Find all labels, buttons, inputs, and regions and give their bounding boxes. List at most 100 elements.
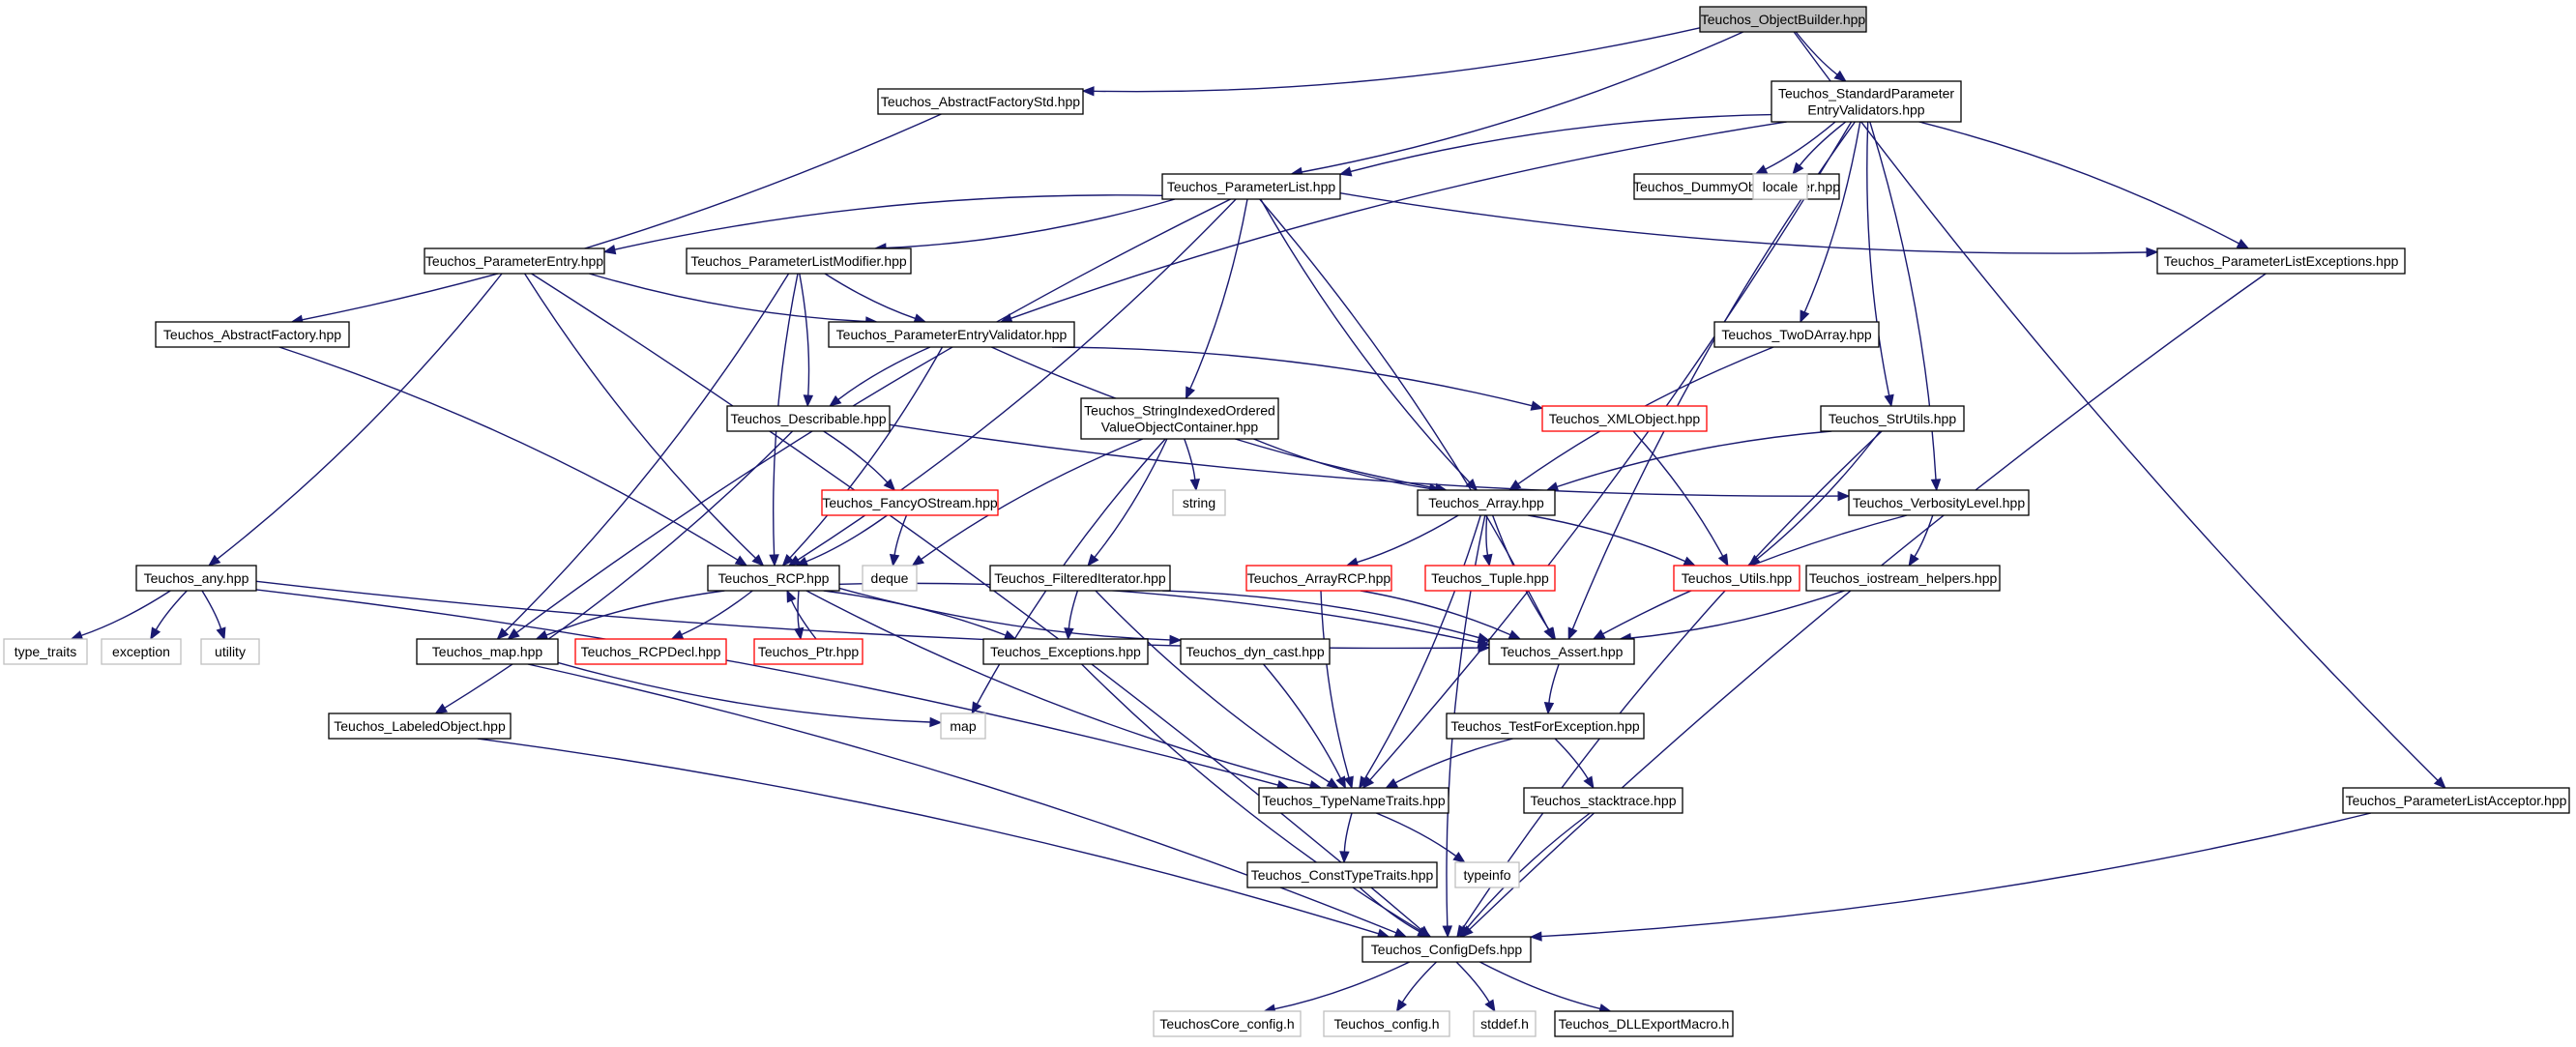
node-locale[interactable]: locale [1752,173,1808,200]
node-any[interactable]: Teuchos_any.hpp [135,565,257,592]
node-iostreamhelpers[interactable]: Teuchos_iostream_helpers.hpp [1805,565,2001,592]
node-testforexception[interactable]: Teuchos_TestForException.hpp [1446,713,1645,740]
node-rcp[interactable]: Teuchos_RCP.hpp [707,565,840,592]
arrowhead [1482,553,1493,567]
edge-stdparamvalidators-to-parameterentryvalidator [999,121,1787,324]
arrowhead [883,479,896,491]
node-consttypetraits[interactable]: Teuchos_ConstTypeTraits.hpp [1246,861,1438,888]
node-box [862,565,918,592]
edge-dyncast-to-typenametraits [1263,663,1346,790]
node-parameterlistexceptions[interactable]: Teuchos_ParameterListExceptions.hpp [2156,247,2406,275]
node-objectbuilder[interactable]: Teuchos_ObjectBuilder.hpp [1699,6,1867,33]
node-stacktrace[interactable]: Teuchos_stacktrace.hpp [1523,787,1683,814]
node-dllexport[interactable]: Teuchos_DLLExportMacro.h [1554,1010,1734,1037]
node-parameterlist[interactable]: Teuchos_ParameterList.hpp [1161,173,1341,200]
node-parameterentry[interactable]: Teuchos_ParameterEntry.hpp [424,247,605,275]
edge-configdefs-to-stddef [1455,961,1496,1013]
node-exception[interactable]: exception [101,638,182,665]
node-stddef[interactable]: stddef.h [1473,1010,1537,1037]
node-box [328,713,512,740]
node-array[interactable]: Teuchos_Array.hpp [1417,489,1556,516]
node-mapheader[interactable]: Teuchos_map.hpp [416,638,559,665]
node-label: Teuchos_RCP.hpp [718,570,830,586]
node-describable[interactable]: Teuchos_Describable.hpp [726,405,891,432]
node-dummyobjectgetter[interactable]: Teuchos_DummyObjectGetter.hpp [1633,173,1840,200]
edge-fancyostream-to-rcp [795,514,888,567]
edge-line [1795,31,1838,75]
edge-line [790,599,817,640]
node-teuchosconfig[interactable]: Teuchos_config.h [1323,1010,1450,1037]
node-box [989,565,1171,592]
node-filterediterator[interactable]: Teuchos_FilteredIterator.hpp [989,565,1171,592]
node-abstractfactorystd[interactable]: Teuchos_AbstractFactoryStd.hpp [877,88,1084,115]
node-deque[interactable]: deque [862,565,918,592]
node-fancyostream[interactable]: Teuchos_FancyOStream.hpp [821,489,999,516]
edge-line [1401,961,1437,1003]
arrowhead [1543,702,1555,715]
edge-describable-to-verbositylevel [889,423,1851,502]
arrowhead [1529,931,1542,942]
node-strutils[interactable]: Teuchos_StrUtils.hpp [1820,405,1965,432]
nodes-layer: Teuchos_ObjectBuilder.hppTeuchos_Abstrac… [3,6,2570,1037]
edge-parameterlistmodifier-to-mapheader [496,273,790,640]
node-labeledobject[interactable]: Teuchos_LabeledObject.hpp [328,713,512,740]
node-label: Teuchos_dyn_cast.hpp [1186,644,1324,659]
edge-typenametraits-to-typeinfo [1376,812,1466,863]
arrowhead [829,394,842,407]
arrowhead [1189,479,1200,492]
edge-line [302,113,942,321]
arrowhead [911,555,925,567]
node-abstractfactory[interactable]: Teuchos_AbstractFactory.hpp [155,321,350,348]
node-verbositylevel[interactable]: Teuchos_VerbosityLevel.hpp [1848,489,2030,516]
node-utils[interactable]: Teuchos_Utils.hpp [1673,565,1800,592]
edge-parameterlist-to-parameterlistexceptions [1339,192,2159,258]
node-parameterentryvalidator[interactable]: Teuchos_ParameterEntryValidator.hpp [828,321,1075,348]
edge-parameterentryvalidator-to-xmlobject [1051,346,1544,411]
edge-line [1756,430,1881,560]
node-arrayrcp[interactable]: Teuchos_ArrayRCP.hpp [1245,565,1392,592]
edges-layer [70,27,2446,1014]
edge-parameterentry-to-rcp [524,273,765,567]
edge-line [545,590,725,636]
node-utility[interactable]: utility [200,638,260,665]
node-type_traits[interactable]: type_traits [3,638,88,665]
node-stringindexed[interactable]: Teuchos_StringIndexedOrderedValueObjectC… [1080,397,1279,440]
node-parameterlistacceptor[interactable]: Teuchos_ParameterListAcceptor.hpp [2342,787,2570,814]
arrowhead [1833,70,1847,82]
edge-line [1343,812,1353,853]
node-label: Teuchos_Describable.hpp [730,411,886,426]
edge-line [1528,514,1686,563]
node-map[interactable]: map [940,713,986,740]
node-typeinfo[interactable]: typeinfo [1454,861,1520,888]
node-exceptions[interactable]: Teuchos_Exceptions.hpp [982,638,1149,665]
node-box [1848,489,2030,516]
edge-line [1803,121,1861,313]
node-dyncast[interactable]: Teuchos_dyn_cast.hpp [1180,638,1331,665]
node-assert[interactable]: Teuchos_Assert.hpp [1488,638,1635,665]
node-typenametraits[interactable]: Teuchos_TypeNameTraits.hpp [1258,787,1449,814]
node-label: Teuchos_ParameterEntryValidator.hpp [836,327,1068,342]
edge-typenametraits-to-consttypetraits [1339,812,1353,864]
node-xmlobject[interactable]: Teuchos_XMLObject.hpp [1541,405,1708,432]
node-tuple[interactable]: Teuchos_Tuple.hpp [1424,565,1556,592]
arrowhead [1592,628,1606,640]
node-string[interactable]: string [1172,489,1226,516]
node-teuchoscoreconfig[interactable]: TeuchosCore_config.h [1153,1010,1302,1037]
edge-line [797,590,800,629]
node-twodarray[interactable]: Teuchos_TwoDArray.hpp [1713,321,1880,348]
node-box [1446,713,1645,740]
edge-line [824,273,916,320]
node-configdefs[interactable]: Teuchos_ConfigDefs.hpp [1361,936,1532,963]
edge-labeledobject-to-configdefs [477,738,1390,939]
node-rcpdecl[interactable]: Teuchos_RCPDecl.hpp [574,638,727,665]
edge-line [1376,812,1457,858]
edge-line [1263,663,1342,779]
node-ptr[interactable]: Teuchos_Ptr.hpp [753,638,864,665]
node-label: Teuchos_TestForException.hpp [1450,718,1640,734]
node-stdparamvalidators[interactable]: Teuchos_StandardParameterEntryValidators… [1771,80,1962,123]
node-parameterlistmodifier[interactable]: Teuchos_ParameterListModifier.hpp [686,247,912,275]
edge-parameterlistacceptor-to-configdefs [1529,812,2372,942]
arrowhead [670,629,685,640]
edge-array-to-tuple [1482,514,1493,567]
node-box [2156,247,2406,275]
